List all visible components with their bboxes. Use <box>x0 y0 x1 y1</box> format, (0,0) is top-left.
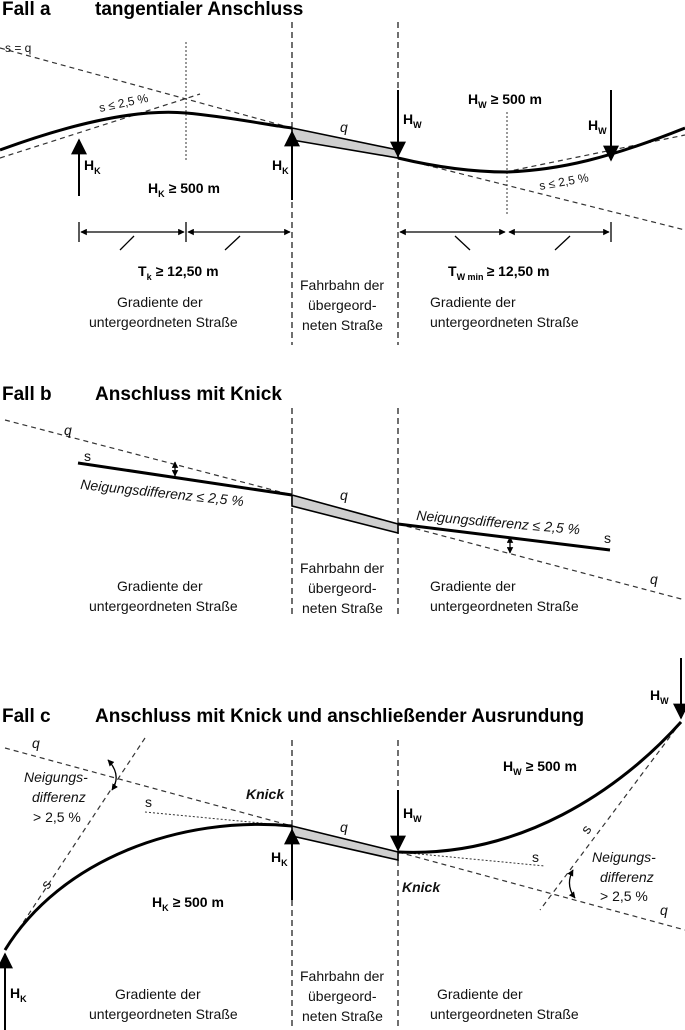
fall-c-hk-condition: HK≥ 500 m <box>152 894 224 913</box>
fall-c-section: Fall c Anschluss mit Knick und anschließ… <box>0 658 685 1030</box>
fall-a-caption-mid-3: neten Straße <box>302 317 383 333</box>
fall-b-caption-mid-3: neten Straße <box>302 600 383 616</box>
fall-c-caption-right-2: untergeordneten Straße <box>430 1006 579 1022</box>
fall-a-s-le-right: s ≤ 2,5 % <box>538 170 590 193</box>
fall-c-neig-right-1: Neigungs- <box>592 849 656 865</box>
fall-a-caption-mid-1: Fahrbahn der <box>300 277 384 293</box>
fall-a-hk-left-label: HK <box>84 157 101 176</box>
fall-a-tw-label: TW min≥ 12,50 m <box>448 263 550 282</box>
fall-c-caption-left-1: Gradiente der <box>115 986 201 1002</box>
fall-b-q-mid: q <box>340 487 348 503</box>
fall-c-neig-right-2: differenz <box>600 869 654 885</box>
fall-b-title: Anschluss mit Knick <box>95 384 282 405</box>
fall-a-gradient-left <box>0 110 293 152</box>
fall-b-caption-mid-1: Fahrbahn der <box>300 560 384 576</box>
fall-a-caption-mid-2: übergeord- <box>308 297 377 313</box>
fall-b-caption-left-2: untergeordneten Straße <box>89 598 238 614</box>
fall-a-dim-leader <box>224 235 241 251</box>
fall-b-gradient-left <box>77 461 293 497</box>
fall-a-caption-left-2: untergeordneten Straße <box>89 314 238 330</box>
fall-b-section: Fall b Anschluss mit Knick q s Neigungsd… <box>2 384 685 616</box>
fall-c-knick-top: Knick <box>246 786 285 802</box>
fall-c-s-left-diag: s <box>37 877 54 892</box>
fall-c-caption-mid-2: übergeord- <box>308 988 377 1004</box>
fall-c-hk-left-label: HK <box>10 985 27 1004</box>
fall-a-tangent-q-right <box>397 157 685 231</box>
fall-c-case-label: Fall c <box>2 706 51 727</box>
fall-c-neig-left-2: differenz <box>32 789 86 805</box>
fall-c-knick-bottom: Knick <box>402 879 441 895</box>
fall-a-dim-leader <box>554 235 571 251</box>
fall-b-gradient-right <box>397 522 611 552</box>
fall-a-tk-label: Tk≥ 12,50 m <box>138 263 219 282</box>
fall-a-case-label: Fall a <box>2 0 51 20</box>
fall-b-case-label: Fall b <box>2 384 52 405</box>
fall-a-q-label: q <box>340 119 348 135</box>
fall-a-s-eq-q: s = q <box>5 41 31 55</box>
fall-c-tangent-s-right <box>539 721 682 911</box>
fall-b-main-road <box>291 493 399 535</box>
fall-a-section: Fall a tangentialer Anschluss s = q s ≤ … <box>0 0 685 345</box>
fall-c-tangent-s-left <box>4 737 146 951</box>
fall-b-neig-left: Neigungsdifferenz ≤ 2,5 % <box>80 476 245 509</box>
fall-c-gradient-right <box>397 720 683 854</box>
fall-c-title: Anschluss mit Knick und anschließender A… <box>95 706 584 727</box>
fall-c-s-left-top: s <box>145 794 152 810</box>
fall-c-angle-arc-right <box>567 869 576 899</box>
fall-c-neig-right-3: > 2,5 % <box>600 888 648 904</box>
fall-c-q-mid: q <box>340 819 348 835</box>
fall-c-caption-right-1: Gradiente der <box>437 986 523 1002</box>
fall-a-dim-leader <box>119 235 135 251</box>
fall-c-s-right-line <box>397 851 546 867</box>
fall-a-hw-condition: HW≥ 500 m <box>468 91 542 110</box>
fall-c-gradient-left <box>3 822 293 951</box>
fall-c-s-right-diag: s <box>577 822 594 837</box>
fall-a-hk-mid-label: HK <box>272 157 289 176</box>
fall-c-caption-mid-3: neten Straße <box>302 1008 383 1024</box>
fall-b-caption-mid-2: übergeord- <box>308 580 377 596</box>
fall-a-caption-left-1: Gradiente der <box>117 294 203 310</box>
fall-c-neig-left-3: > 2,5 % <box>33 809 81 825</box>
fall-c-hw-mid-label: HW <box>403 805 422 824</box>
fall-c-s-left-line <box>144 811 293 827</box>
fall-a-title: tangentialer Anschluss <box>95 0 303 20</box>
fall-b-q-right: q <box>650 571 658 587</box>
fall-a-caption-right-1: Gradiente der <box>430 294 516 310</box>
fall-a-tangent-s-right <box>504 134 685 173</box>
fall-b-caption-left-1: Gradiente der <box>117 578 203 594</box>
fall-b-tangent-q-left <box>4 419 293 496</box>
fall-a-hk-condition: HK≥ 500 m <box>148 180 220 199</box>
fall-c-neig-left-1: Neigungs- <box>24 769 88 785</box>
fall-a-hw-right-label: HW <box>588 117 607 136</box>
fall-a-tangent-s-left <box>0 93 201 159</box>
fall-c-hk-mid-label: HK <box>271 849 288 868</box>
fall-c-angle-arc-left <box>107 759 118 791</box>
fall-b-s-right: s <box>604 530 611 546</box>
fall-b-tangent-q-right <box>397 523 685 601</box>
fall-c-caption-left-2: untergeordneten Straße <box>89 1006 238 1022</box>
fall-a-s-le-left: s ≤ 2,5 % <box>98 91 150 115</box>
fall-a-tangent-q <box>0 47 293 129</box>
fall-a-hw-mid-label: HW <box>403 111 422 130</box>
fall-c-q-right: q <box>660 902 668 918</box>
fall-a-dim-leader <box>454 235 471 251</box>
fall-b-s-left: s <box>84 448 91 464</box>
fall-c-tangent-q-left <box>4 747 293 827</box>
fall-c-hw-right-label: HW <box>650 687 669 706</box>
fall-c-caption-mid-1: Fahrbahn der <box>300 968 384 984</box>
fall-c-q-left: q <box>32 735 40 751</box>
fall-b-caption-right-2: untergeordneten Straße <box>430 598 579 614</box>
fall-b-caption-right-1: Gradiente der <box>430 578 516 594</box>
fall-b-neig-right: Neigungsdifferenz ≤ 2,5 % <box>416 507 581 537</box>
fall-a-caption-right-2: untergeordneten Straße <box>430 314 579 330</box>
fall-c-s-right-end: s <box>532 849 539 865</box>
fall-b-q-left: q <box>64 422 72 438</box>
fall-c-hw-condition: HW≥ 500 m <box>503 758 577 777</box>
fall-a-gradient-right <box>397 126 685 174</box>
fall-c-tangent-q-right <box>397 851 685 931</box>
